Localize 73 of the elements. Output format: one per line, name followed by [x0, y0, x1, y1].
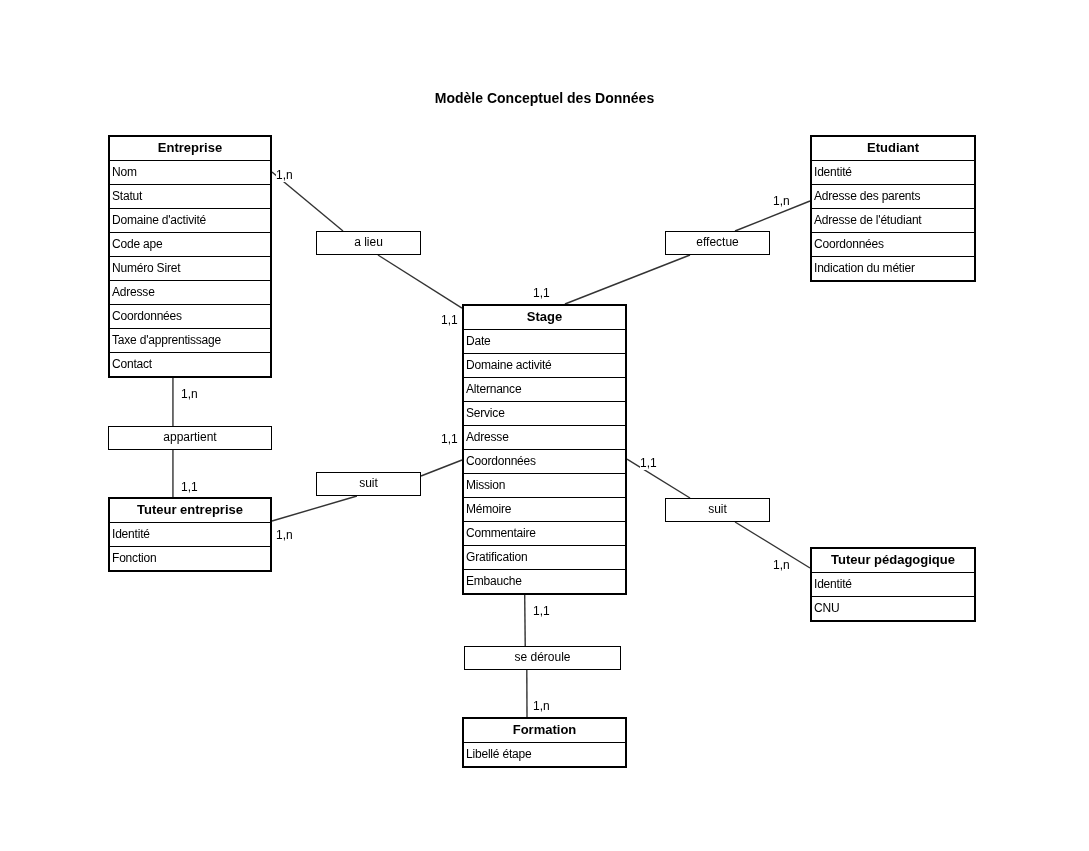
cardinality-label: 1,n	[773, 194, 790, 208]
cardinality-label: 1,1	[441, 432, 458, 446]
attribute: Statut	[110, 184, 270, 208]
attribute: Identité	[110, 522, 270, 546]
attribute: Mission	[464, 473, 625, 497]
attribute: Domaine activité	[464, 353, 625, 377]
attribute: Adresse	[110, 280, 270, 304]
attribute: Fonction	[110, 546, 270, 570]
attribute: Coordonnées	[464, 449, 625, 473]
connector-line	[271, 171, 344, 232]
entity-table	[810, 547, 976, 622]
connector-line	[734, 521, 811, 569]
connector-line	[734, 200, 811, 232]
relationship-box: suit	[665, 498, 770, 522]
entity-name: Stage	[525, 308, 564, 326]
attribute: Indication du métier	[812, 256, 974, 280]
cardinality-label: 1,1	[640, 456, 657, 470]
attribute: Domaine d'activité	[110, 208, 270, 232]
attribute: Adresse de l'étudiant	[812, 208, 974, 232]
connector-line	[377, 254, 463, 309]
attribute: Gratification	[464, 545, 625, 569]
entity-name: Formation	[511, 721, 578, 739]
connector-line	[172, 377, 174, 427]
relationship-box: effectue	[665, 231, 770, 255]
attribute: Coordonnées	[812, 232, 974, 256]
attribute: Adresse des parents	[812, 184, 974, 208]
cardinality-label: 1,n	[276, 168, 293, 182]
connector-line	[172, 449, 174, 498]
attribute: Libellé étape	[464, 742, 625, 766]
attribute: Mémoire	[464, 497, 625, 521]
attribute: Coordonnées	[110, 304, 270, 328]
entity-table	[462, 304, 627, 595]
cardinality-label: 1,n	[533, 699, 550, 713]
entity-name: Tuteur pédagogique	[830, 551, 956, 569]
entity-table	[810, 135, 976, 282]
attribute: Identité	[812, 160, 974, 184]
connector-line	[564, 254, 691, 305]
entity-name: Tuteur entreprise	[136, 501, 244, 519]
connector-line	[524, 594, 526, 647]
cardinality-label: 1,n	[773, 558, 790, 572]
attribute: Embauche	[464, 569, 625, 593]
entity-name: Entreprise	[156, 139, 224, 157]
attribute: Identité	[812, 572, 974, 596]
connector-line	[271, 495, 358, 522]
attribute: Alternance	[464, 377, 625, 401]
connector-line	[526, 669, 528, 718]
entity-table	[108, 497, 272, 572]
entity-name: Etudiant	[866, 139, 920, 157]
attribute: Date	[464, 329, 625, 353]
cardinality-label: 1,1	[533, 286, 550, 300]
entity-table	[462, 717, 627, 768]
connector-line	[626, 458, 691, 499]
attribute: Adresse	[464, 425, 625, 449]
diagram-title: Modèle Conceptuel des Données	[433, 90, 656, 106]
attribute: Taxe d'apprentissage	[110, 328, 270, 352]
cardinality-label: 1,n	[181, 387, 198, 401]
relationship-box: se déroule	[464, 646, 621, 670]
connector-line	[420, 459, 463, 477]
cardinality-label: 1,1	[441, 313, 458, 327]
attribute: Contact	[110, 352, 270, 376]
cardinality-label: 1,1	[181, 480, 198, 494]
relationship-box: a lieu	[316, 231, 421, 255]
attribute: Numéro Siret	[110, 256, 270, 280]
attribute: Service	[464, 401, 625, 425]
entity-table	[108, 135, 272, 378]
cardinality-label: 1,n	[276, 528, 293, 542]
relationship-box: suit	[316, 472, 421, 496]
attribute: Commentaire	[464, 521, 625, 545]
cardinality-label: 1,1	[533, 604, 550, 618]
attribute: Code ape	[110, 232, 270, 256]
attribute: CNU	[812, 596, 974, 620]
relationship-box: appartient	[108, 426, 272, 450]
attribute: Nom	[110, 160, 270, 184]
